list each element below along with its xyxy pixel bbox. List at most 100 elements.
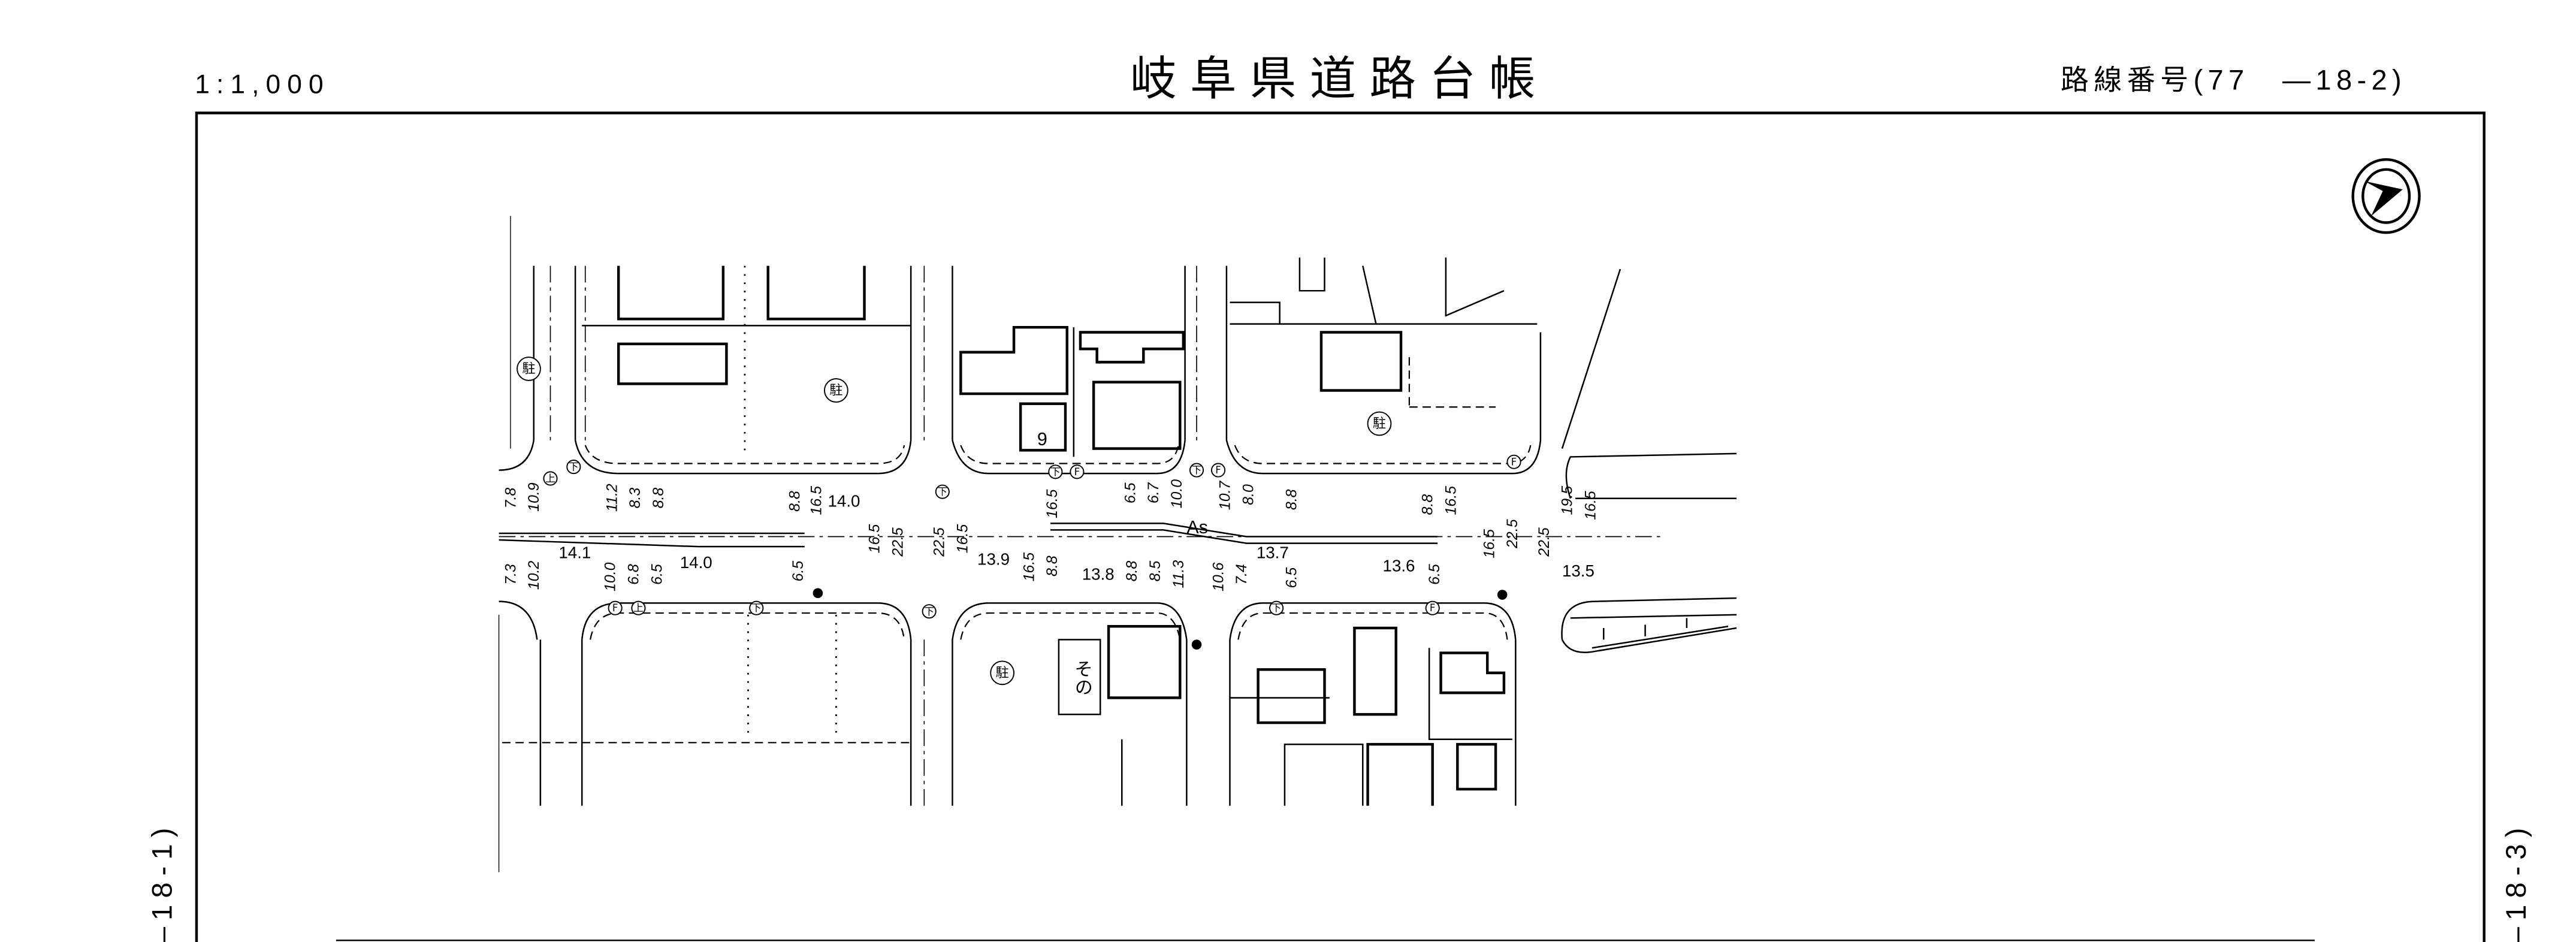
median-left (499, 532, 805, 548)
utility-pole-icon (1191, 639, 1202, 650)
svg-text:上: 上 (633, 602, 644, 614)
svg-text:駐: 駐 (522, 361, 535, 376)
sewer-manhole-icon: 下 (922, 604, 937, 619)
utility-pole-icon (813, 588, 823, 599)
north-arrow-icon (2351, 158, 2421, 234)
road-map: 9 その 駐 駐 駐 駐 (498, 216, 1737, 872)
dim-label: 16.5 (866, 524, 883, 554)
width-label: 13.7 (1257, 544, 1289, 562)
sewer-manhole-icon: 下 (1189, 463, 1204, 478)
svg-text:駐: 駐 (996, 665, 1009, 681)
dim-label: 8.8 (1420, 494, 1436, 515)
width-label: 14.0 (680, 553, 712, 572)
svg-text:下: 下 (938, 486, 948, 497)
dim-label: 6.5 (648, 564, 665, 585)
dim-label: 8.8 (1283, 489, 1300, 510)
parking-icon: 駐 (824, 378, 848, 403)
dim-label: 6.5 (1426, 564, 1443, 585)
svg-text:下: 下 (1050, 466, 1061, 478)
sewer-manhole-icon: 下 (1048, 464, 1063, 479)
parking-icon: 駐 (990, 660, 1015, 686)
width-label: 14.1 (558, 544, 591, 562)
width-label: 14.0 (828, 492, 860, 511)
other-use-label: その (1072, 660, 1092, 696)
adjacent-sheet-right: —18-3) (2500, 821, 2532, 942)
dim-label: 22.5 (1536, 527, 1553, 557)
svg-text:F: F (612, 602, 618, 614)
dim-label: 10.6 (1210, 562, 1227, 591)
dim-label: 10.7 (1216, 480, 1233, 510)
dim-label: 11.3 (1170, 560, 1187, 588)
svg-text:下: 下 (751, 602, 762, 614)
sewer-manhole-icon: 下 (935, 484, 950, 499)
fire-hydrant-icon: F (1070, 464, 1085, 479)
dim-label: 6.8 (625, 564, 642, 585)
width-label: 13.5 (1562, 561, 1594, 580)
dim-label: 7.3 (502, 564, 519, 585)
fire-hydrant-icon: F (608, 600, 623, 615)
width-label: 13.8 (1082, 565, 1115, 584)
svg-text:F: F (1074, 466, 1080, 478)
lower-dimensions: 7.3 10.2 10.0 6.8 6.5 6.5 16.5 8.8 8.8 8… (502, 552, 1443, 591)
fire-hydrant-icon: F (1506, 454, 1521, 469)
dim-label: 6.5 (1122, 482, 1138, 503)
dim-label: 11.2 (603, 484, 620, 512)
svg-text:下: 下 (1272, 602, 1282, 614)
svg-text:下: 下 (924, 606, 934, 617)
svg-text:下: 下 (1192, 464, 1202, 476)
sheet-frame (195, 111, 2486, 942)
utility-pole-icon (1497, 590, 1508, 600)
dim-label: 19.5 (1559, 486, 1576, 515)
dim-label: 10.0 (602, 562, 619, 591)
dim-label: 8.8 (1124, 561, 1140, 582)
sewer-manhole-icon: 下 (749, 600, 764, 615)
dim-label: 10.0 (1168, 479, 1185, 509)
pavement-label: As (1186, 517, 1208, 538)
width-label: 13.9 (977, 550, 1010, 569)
parking-icon: 駐 (1367, 411, 1392, 436)
sheet-title: 岐阜県道路台帳 (1130, 53, 1549, 105)
sewer-manhole-icon: 下 (1269, 600, 1284, 615)
sewer-manhole-icon: 下 (566, 460, 581, 475)
lot-number: 9 (1037, 429, 1047, 449)
dim-label: 7.4 (1233, 564, 1250, 585)
dim-label: 10.9 (526, 482, 542, 512)
road-widths: 14.1 14.0 14.0 13.9 13.8 13.7 13.6 13.5 (558, 492, 1594, 584)
svg-text:F: F (1430, 602, 1436, 614)
dim-label: 22.5 (1504, 519, 1521, 549)
lower-buildings: その (502, 614, 1729, 806)
dim-label: 6.7 (1145, 482, 1162, 503)
lower-curb-lines (499, 597, 1737, 653)
dim-label: 6.5 (790, 561, 807, 582)
svg-text:上: 上 (545, 473, 555, 484)
dim-label: 16.5 (1481, 529, 1497, 558)
dim-label: 16.5 (954, 524, 971, 554)
dim-label: 8.5 (1147, 561, 1164, 582)
dim-label: 8.0 (1240, 484, 1257, 505)
dim-label: 7.8 (502, 488, 519, 509)
dim-label: 16.5 (1582, 491, 1599, 520)
dim-label: 8.8 (1044, 555, 1061, 576)
dim-label: 10.2 (526, 561, 542, 590)
scale-label: 1:1,000 (195, 70, 330, 99)
cross-streets-lower (539, 639, 1517, 806)
cross-streets-upper (533, 265, 1228, 440)
dim-label: 16.5 (1020, 552, 1037, 582)
adjacent-sheet-left: —18-1) (146, 821, 177, 942)
dim-label: 8.8 (650, 488, 667, 509)
dim-label: 22.5 (889, 527, 906, 557)
svg-text:F: F (1215, 464, 1221, 476)
upper-curb-lines (499, 268, 1737, 499)
svg-text:駐: 駐 (1373, 416, 1386, 431)
dim-label: 8.8 (786, 491, 803, 512)
water-valve-icon: 上 (543, 471, 558, 486)
route-number: 路線番号(77 —18-2) (2061, 64, 2406, 96)
water-valve-icon: 上 (631, 600, 646, 615)
fire-hydrant-icon: F (1210, 463, 1226, 478)
dim-label: 16.5 (808, 486, 825, 515)
fire-hydrant-icon: F (1425, 600, 1440, 615)
median-right (1050, 523, 1438, 544)
svg-text:駐: 駐 (829, 383, 842, 398)
parking-icon: 駐 (517, 357, 541, 381)
